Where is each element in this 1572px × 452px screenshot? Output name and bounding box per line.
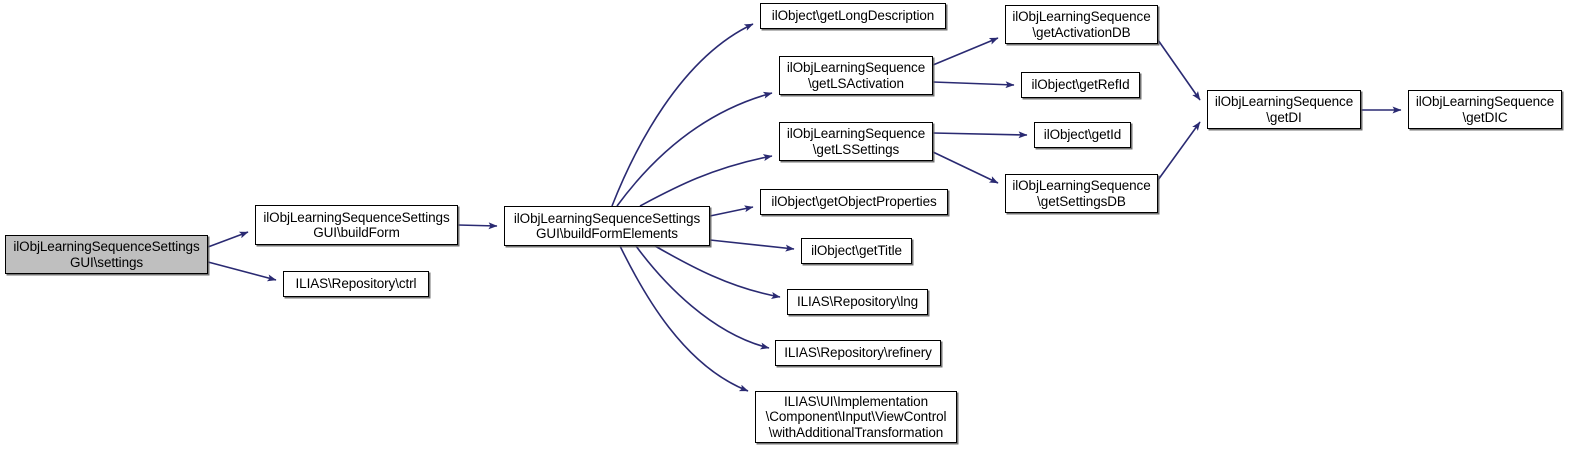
graph-node-label: ilObject\getTitle [811,243,902,259]
graph-node-label: ilObjLearningSequence \getSettingsDB [1012,178,1151,209]
graph-node-label: ilObject\getLongDescription [771,8,935,24]
graph-node-label: ILIAS\UI\Implementation \Component\Input… [765,393,947,440]
graph-edge-buildForm-to-buildFormElements [457,222,498,230]
graph-edge-getLSSettings-to-getId [932,131,1028,139]
graph-node-refinery[interactable]: ILIAS\Repository\refinery [775,340,941,366]
graph-node-getActivationDB[interactable]: ilObjLearningSequence \getActivationDB [1005,5,1158,44]
graph-edge-buildFormElements-to-viewControl [619,245,749,392]
graph-node-label: ilObjLearningSequence \getLSActivation [786,60,926,91]
graph-node-label: ILIAS\Repository\ctrl [295,276,417,292]
graph-node-getLSActivation[interactable]: ilObjLearningSequence \getLSActivation [779,56,933,95]
graph-node-label: ilObjLearningSequenceSettings GUI\settin… [13,239,200,270]
graph-edge-buildFormElements-to-getObjectProperties [709,205,754,217]
graph-node-label: ilObjLearningSequenceSettings GUI\buildF… [263,209,450,241]
graph-node-getTitle[interactable]: ilObject\getTitle [801,238,912,264]
graph-edge-getLSSettings-to-getSettingsDB [932,151,999,184]
graph-node-ctrl[interactable]: ILIAS\Repository\ctrl [283,271,429,297]
graph-node-label: ilObjLearningSequence \getDI [1214,94,1354,125]
graph-node-buildForm[interactable]: ilObjLearningSequenceSettings GUI\buildF… [255,205,458,245]
graph-node-getSettingsDB[interactable]: ilObjLearningSequence \getSettingsDB [1005,174,1158,213]
graph-node-label: ilObject\getRefId [1031,77,1130,93]
graph-edge-getSettingsDB-to-getDI [1157,121,1201,181]
graph-edge-getActivationDB-to-getDI [1157,39,1201,101]
graph-node-label: ilObjLearningSequenceSettings GUI\buildF… [513,210,701,242]
graph-node-getLongDescription[interactable]: ilObject\getLongDescription [760,3,946,29]
graph-node-viewControl[interactable]: ILIAS\UI\Implementation \Component\Input… [755,391,957,443]
graph-node-label: ilObjLearningSequence \getActivationDB [1012,9,1151,40]
graph-node-getLSSettings[interactable]: ilObjLearningSequence \getLSSettings [779,122,933,161]
graph-edge-getLSActivation-to-getRefId [932,81,1015,89]
graph-node-getDI[interactable]: ilObjLearningSequence \getDI [1207,90,1361,129]
graph-node-label: ILIAS\Repository\lng [796,294,919,310]
graph-edge-buildFormElements-to-getTitle [709,239,795,252]
graph-node-getObjectProperties[interactable]: ilObject\getObjectProperties [760,189,948,215]
graph-edge-buildFormElements-to-getLSActivation [616,91,773,207]
graph-edge-settings-to-buildForm [207,231,249,248]
graph-edge-buildFormElements-to-lng [654,245,781,299]
graph-edge-buildFormElements-to-refinery [635,245,770,350]
graph-edge-buildFormElements-to-getLSSettings [639,154,773,207]
graph-edge-getLSActivation-to-getActivationDB [932,37,999,66]
graph-edge-buildFormElements-to-getLongDescription [611,23,754,207]
graph-node-getId[interactable]: ilObject\getId [1034,122,1131,148]
graph-node-label: ILIAS\Repository\refinery [784,345,932,361]
graph-node-lng[interactable]: ILIAS\Repository\lng [787,289,928,315]
graph-node-settings[interactable]: ilObjLearningSequenceSettings GUI\settin… [5,235,208,274]
graph-node-getDIC[interactable]: ilObjLearningSequence \getDIC [1408,90,1562,129]
graph-node-label: ilObjLearningSequence \getDIC [1415,94,1555,125]
graph-edge-settings-to-ctrl [207,261,277,282]
graph-node-buildFormElements[interactable]: ilObjLearningSequenceSettings GUI\buildF… [504,206,710,246]
graph-node-label: ilObject\getObjectProperties [771,194,937,210]
graph-node-label: ilObjLearningSequence \getLSSettings [786,126,926,157]
graph-node-label: ilObject\getId [1043,127,1122,143]
graph-node-getRefId[interactable]: ilObject\getRefId [1021,72,1140,98]
